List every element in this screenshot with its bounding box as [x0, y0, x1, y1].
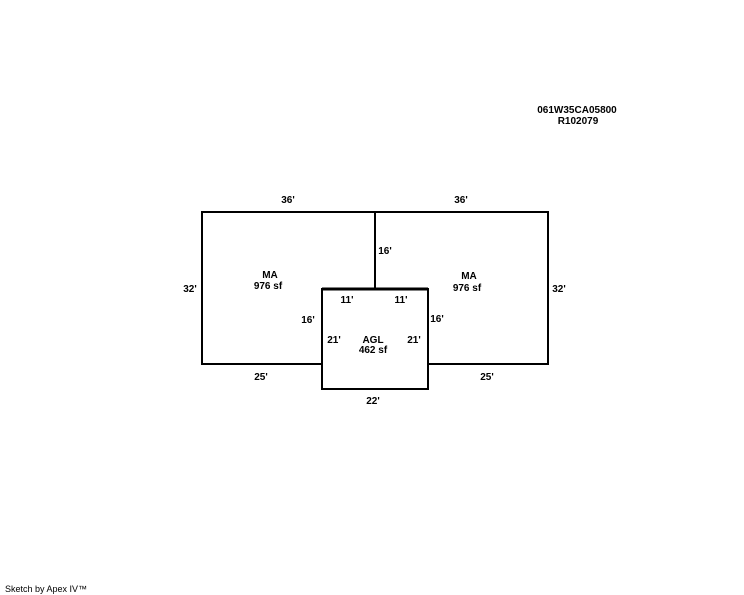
- dim-center-right-inner: 21': [407, 335, 421, 346]
- dim-middle-wall: 16': [378, 246, 392, 257]
- dim-center-left-outer: 16': [301, 315, 315, 326]
- dim-left-side: 32': [183, 284, 197, 295]
- center-area-code: AGL: [362, 335, 383, 346]
- dim-top-right: 36': [454, 195, 468, 206]
- dim-bottom-right: 25': [480, 372, 494, 383]
- dim-center-bottom: 22': [366, 396, 380, 407]
- dim-bottom-left: 25': [254, 372, 268, 383]
- dim-right-side: 32': [552, 284, 566, 295]
- dim-center-top-right: 11': [395, 295, 408, 306]
- center-area-size: 462 sf: [359, 345, 388, 356]
- map-id-label: 061W35CA05800: [537, 105, 617, 116]
- dim-center-top-left: 11': [341, 295, 354, 306]
- account-label: R102079: [558, 116, 599, 127]
- right-area-size: 976 sf: [453, 283, 482, 294]
- right-area-code: MA: [461, 271, 477, 282]
- center-area-outline: [321, 288, 429, 390]
- dim-top-left: 36': [281, 195, 295, 206]
- left-area-size: 976 sf: [254, 281, 283, 292]
- footer-credit: Sketch by Apex IV™: [5, 584, 87, 594]
- left-area-code: MA: [262, 270, 278, 281]
- dim-center-left-inner: 21': [327, 335, 341, 346]
- dim-center-right-outer: 16': [430, 314, 444, 325]
